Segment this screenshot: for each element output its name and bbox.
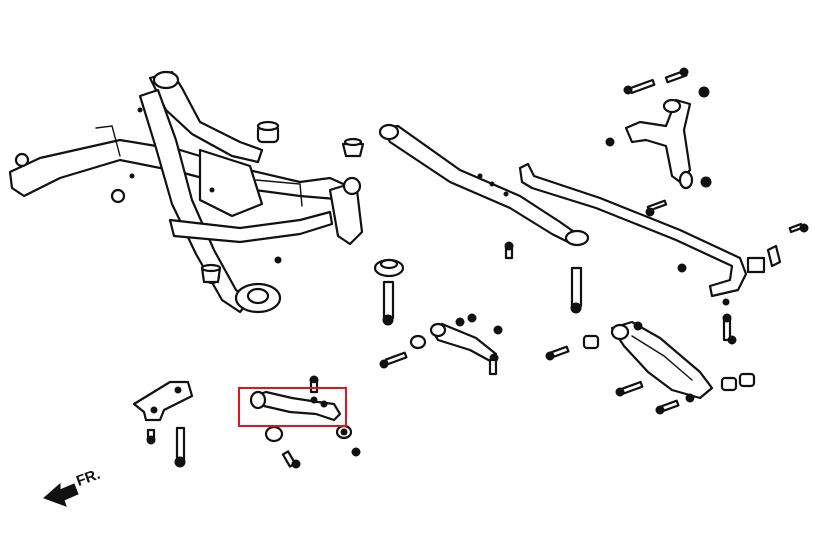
bracket-bolts xyxy=(146,426,186,468)
upper-arm-nut-3 xyxy=(700,176,712,188)
subframe-bushing-front xyxy=(200,263,222,284)
left-arrow-icon xyxy=(43,482,79,507)
highlighted-lateral-link xyxy=(249,390,342,422)
small-bolt-center xyxy=(504,241,514,260)
stabilizer-bar xyxy=(518,162,782,298)
toe-link-hardware xyxy=(379,313,503,369)
upper-arm-bolt-1 xyxy=(623,78,656,95)
bolt-far-right xyxy=(788,222,809,234)
upper-arm-bolt-2 xyxy=(664,67,689,84)
lower-arm-hardware xyxy=(545,321,695,415)
upper-arm-nut-2 xyxy=(605,137,615,147)
subframe-bushing-rear xyxy=(256,120,280,144)
lateral-link-bolts xyxy=(281,375,361,469)
upper-arm-bolt-3 xyxy=(645,199,668,217)
nut-center-right xyxy=(677,263,687,273)
lateral-link-bushings xyxy=(264,424,353,443)
stabilizer-link xyxy=(722,298,737,345)
trailing-link xyxy=(378,123,590,247)
upper-arm xyxy=(624,98,694,190)
lower-arm-bushings xyxy=(582,334,756,392)
spring-seat xyxy=(373,258,405,278)
long-bolt-center-right xyxy=(570,266,583,314)
upper-arm-nut xyxy=(698,86,710,98)
long-bolt-center-left xyxy=(382,280,395,326)
rear-subframe xyxy=(8,70,364,314)
lower-arm xyxy=(610,320,714,400)
highlight-box xyxy=(238,387,347,427)
subframe-bushing-mid xyxy=(341,137,365,158)
toe-link xyxy=(409,322,499,376)
mounting-bracket xyxy=(132,380,194,422)
